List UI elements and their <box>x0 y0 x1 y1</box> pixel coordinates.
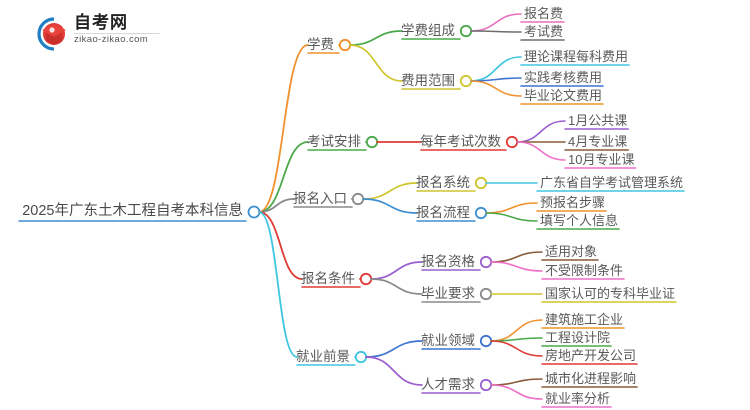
mindmap-branch-5[interactable]: 就业前景 <box>296 349 350 364</box>
logo-divider <box>74 33 160 34</box>
mindmap-leaf-1-2-2[interactable]: 实践考核费用 <box>524 70 603 85</box>
mindmap-leaf-4-1-2[interactable]: 不受限制条件 <box>545 263 624 278</box>
mindmap-leaf-2-1-2[interactable]: 4月专业课 <box>568 134 628 149</box>
mindmap-subbranch-3-2[interactable]: 报名流程 <box>416 205 470 220</box>
mindmap-leaf-5-2-2[interactable]: 就业率分析 <box>545 391 611 406</box>
mindmap-leaf-2-1-3[interactable]: 10月专业课 <box>568 152 635 167</box>
logo-domain: zikao-zikao.com <box>74 34 149 45</box>
graduation-cap-icon <box>37 17 66 51</box>
mindmap-leaf-3-2-1[interactable]: 预报名步骤 <box>540 195 606 210</box>
mindmap-subbranch-1-1[interactable]: 学费组成 <box>401 23 455 38</box>
mindmap-branch-4[interactable]: 报名条件 <box>301 271 355 286</box>
mindmap-subbranch-3-1[interactable]: 报名系统 <box>416 175 470 190</box>
site-logo: 自考网 zikao-zikao.com <box>22 12 162 56</box>
mindmap-subbranch-5-1[interactable]: 就业领域 <box>421 333 475 348</box>
mindmap-branch-1[interactable]: 学费 <box>307 37 334 52</box>
mindmap-leaf-1-1-2[interactable]: 考试费 <box>524 24 564 39</box>
mindmap-subbranch-5-2[interactable]: 人才需求 <box>421 377 475 392</box>
mindmap-leaf-4-2-1[interactable]: 国家认可的专科毕业证 <box>545 286 676 301</box>
mindmap-leaf-1-1-1[interactable]: 报名费 <box>524 6 564 21</box>
logo-title: 自考网 <box>74 13 128 32</box>
mindmap-leaf-2-1-1[interactable]: 1月公共课 <box>568 113 628 128</box>
mindmap-leaf-1-2-3[interactable]: 毕业论文费用 <box>524 88 603 103</box>
mindmap-leaf-3-2-2[interactable]: 填写个人信息 <box>540 213 619 228</box>
mindmap-subbranch-4-1[interactable]: 报名资格 <box>421 254 475 269</box>
mindmap-branch-2[interactable]: 考试安排 <box>307 134 361 149</box>
mindmap-leaf-5-1-3[interactable]: 房地产开发公司 <box>545 348 637 363</box>
mindmap-subbranch-2-1[interactable]: 每年考试次数 <box>420 134 501 149</box>
mindmap-leaf-5-2-1[interactable]: 城市化进程影响 <box>545 371 637 386</box>
mindmap-leaf-3-1-1[interactable]: 广东省自学考试管理系统 <box>540 175 684 190</box>
mindmap-subbranch-1-2[interactable]: 费用范围 <box>401 73 455 88</box>
mindmap-subbranch-4-2[interactable]: 毕业要求 <box>421 286 475 301</box>
mindmap-root-node[interactable]: 2025年广东土木工程自考本科信息 <box>22 203 243 219</box>
mindmap-branch-3[interactable]: 报名入口 <box>293 191 347 206</box>
mindmap-leaf-5-1-2[interactable]: 工程设计院 <box>545 330 611 345</box>
mindmap-leaf-4-1-1[interactable]: 适用对象 <box>545 244 598 259</box>
mindmap-leaf-1-2-1[interactable]: 理论课程每科费用 <box>524 49 629 64</box>
mindmap-leaf-5-1-1[interactable]: 建筑施工企业 <box>545 312 624 327</box>
